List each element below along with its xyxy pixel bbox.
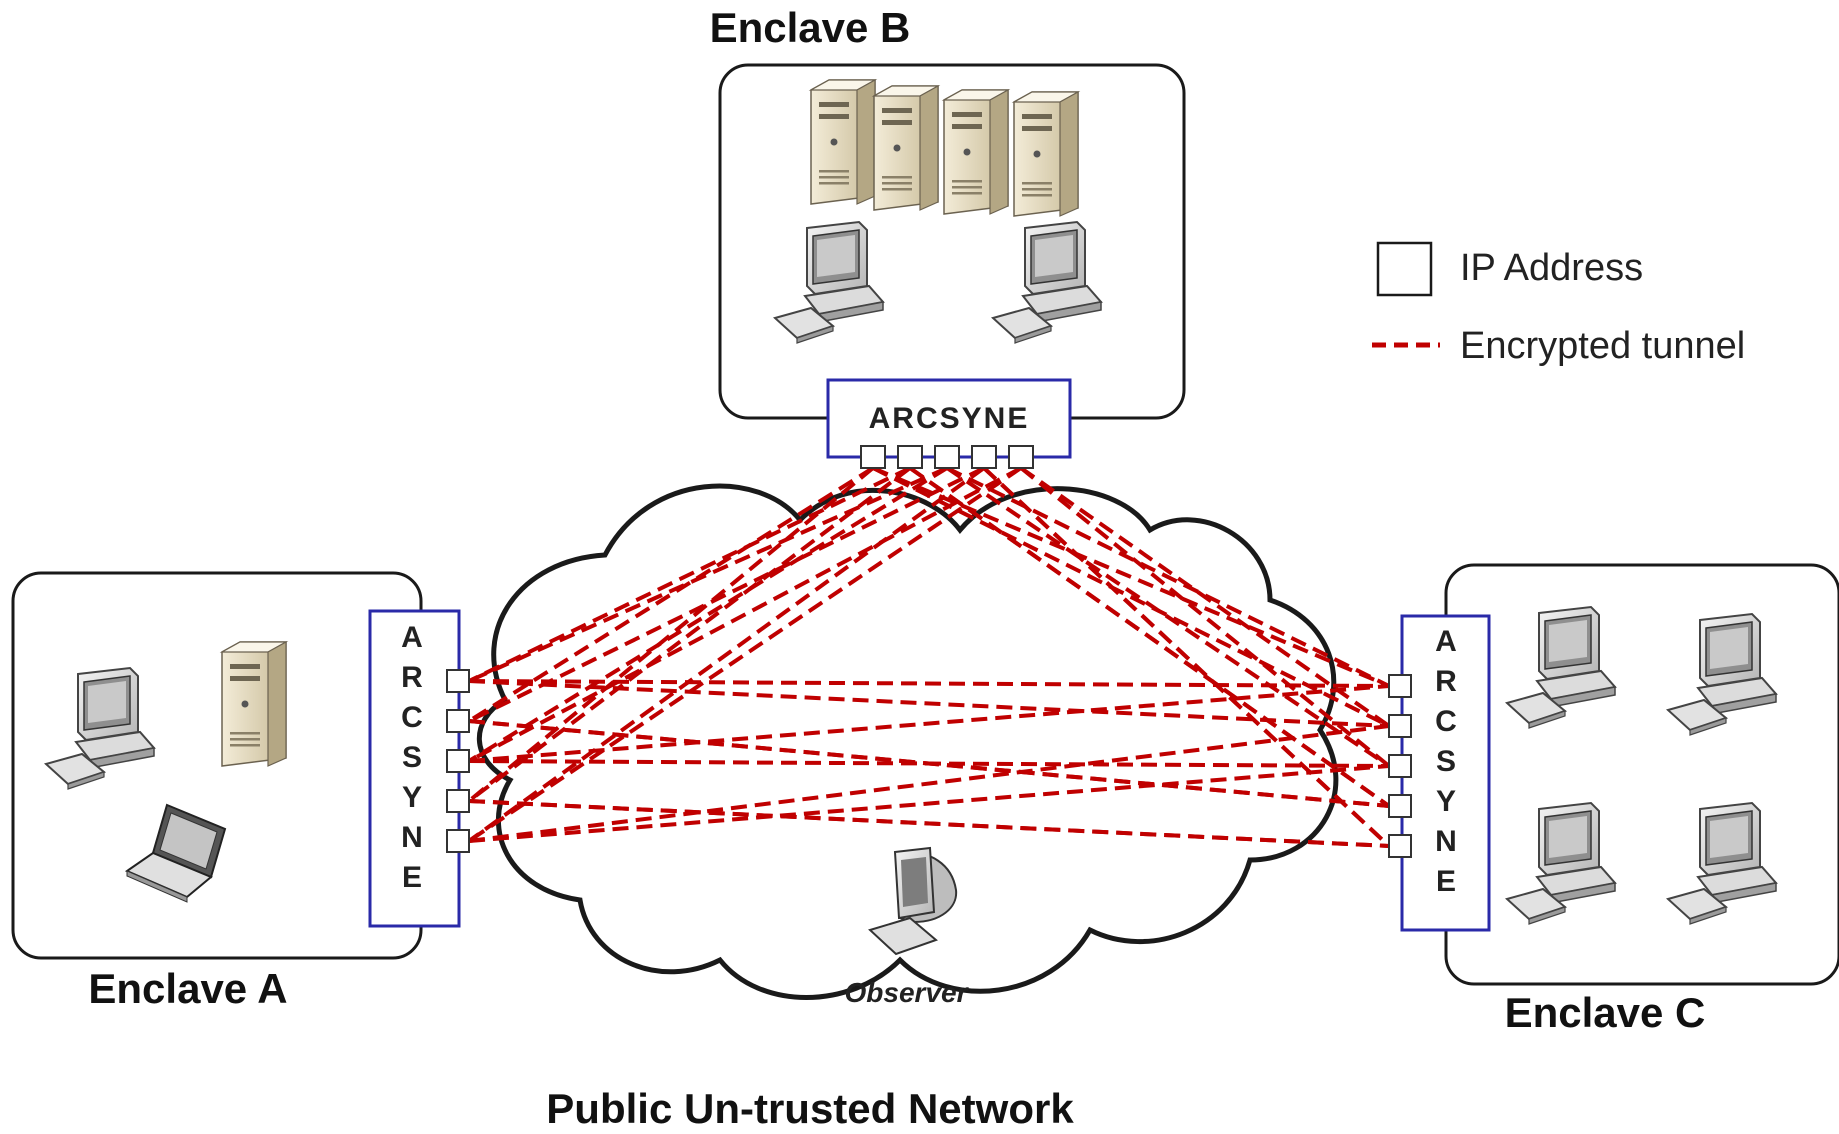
server-icon xyxy=(943,89,1009,215)
encrypted-tunnel-line xyxy=(468,466,911,683)
gateway-c-letter: C xyxy=(1435,705,1457,738)
gateway-a-letter: C xyxy=(401,701,423,734)
enclave-b-title: Enclave B xyxy=(710,4,911,51)
gateway-c-letter: R xyxy=(1435,665,1457,698)
gateway-c-ip-port xyxy=(1388,674,1412,698)
enclave-c-title: Enclave C xyxy=(1505,989,1706,1036)
encrypted-tunnel-line xyxy=(468,466,948,683)
gateway-a-ip-port xyxy=(446,709,470,733)
gateway-c-box xyxy=(1400,614,1491,932)
legend-ip-label: IP Address xyxy=(1460,247,1643,289)
encrypted-tunnel-line xyxy=(468,679,1390,728)
gateway-b-ip-port xyxy=(1008,445,1034,469)
encrypted-tunnel-line xyxy=(468,466,1022,763)
gateway-c-letter: N xyxy=(1435,825,1457,858)
gateway-a-box xyxy=(368,609,461,928)
gateway-a-ip-port xyxy=(446,829,470,853)
gateway-a-ip-port xyxy=(446,749,470,773)
gateway-a-letter: R xyxy=(401,661,423,694)
encrypted-tunnel-line xyxy=(1019,466,1391,768)
encrypted-tunnels xyxy=(467,466,1391,848)
observer-computer-icon xyxy=(868,846,958,956)
encrypted-tunnel-line xyxy=(468,684,1390,763)
gateway-a-ip-port xyxy=(446,789,470,813)
legend: IP Address Encrypted tunnel xyxy=(1372,241,1745,367)
gateway-a-letter: N xyxy=(401,821,423,854)
encrypted-tunnel-line xyxy=(467,466,949,763)
gateway-b-ip-port xyxy=(860,445,886,469)
encrypted-tunnel-line xyxy=(872,466,1390,688)
encrypted-tunnel-line xyxy=(468,764,1390,843)
server-icon xyxy=(1013,91,1079,217)
server-icon xyxy=(810,79,876,205)
enclave-b-servers xyxy=(810,79,1079,217)
legend-tunnel-label: Encrypted tunnel xyxy=(1460,325,1745,367)
gateway-c-letter: S xyxy=(1436,745,1456,778)
gateway-a: ARCSYNE xyxy=(368,609,461,928)
encrypted-tunnel-line xyxy=(468,799,1390,848)
gateway-a-letter: S xyxy=(402,741,422,774)
encrypted-tunnel-line xyxy=(467,466,875,803)
encrypted-tunnel-line xyxy=(467,466,912,803)
gateway-a-letter: Y xyxy=(402,781,422,814)
encrypted-tunnel-line xyxy=(908,466,1391,808)
gateway-a-letter: E xyxy=(402,861,422,894)
encrypted-tunnel-line xyxy=(1019,466,1391,728)
gateway-b-ip-port xyxy=(934,445,960,469)
encrypted-tunnel-line xyxy=(468,679,1390,688)
server-icon xyxy=(221,641,287,767)
gateway-a-letter: A xyxy=(401,621,423,654)
encrypted-tunnel-line xyxy=(468,724,1390,843)
gateway-b-ip-port xyxy=(971,445,997,469)
ip-address-ports xyxy=(446,445,1412,858)
gateway-c-letter: A xyxy=(1435,625,1457,658)
encrypted-tunnel-line xyxy=(467,466,1023,843)
network-title: Public Un-trusted Network xyxy=(546,1085,1074,1132)
encrypted-tunnel-line xyxy=(468,759,1390,768)
enclave-c-box xyxy=(1444,563,1839,986)
gateway-a-ip-port xyxy=(446,669,470,693)
enclave-a-title: Enclave A xyxy=(88,965,287,1012)
gateway-b-label: ARCSYNE xyxy=(869,402,1030,435)
gateway-b-ip-port xyxy=(897,445,923,469)
gateway-c-ip-port xyxy=(1388,794,1412,818)
encrypted-tunnel-line xyxy=(467,466,986,843)
gateway-c: ARCSYNE xyxy=(1400,614,1491,932)
server-icon xyxy=(873,85,939,211)
gateway-c-letter: E xyxy=(1436,865,1456,898)
gateway-c-ip-port xyxy=(1388,714,1412,738)
legend-ip-swatch xyxy=(1376,241,1433,297)
encrypted-tunnel-line xyxy=(467,466,875,723)
gateway-c-letter: Y xyxy=(1436,785,1456,818)
observer-label: Observer xyxy=(845,977,970,1008)
encrypted-tunnel-line xyxy=(982,466,1391,848)
gateway-b: ARCSYNE xyxy=(826,378,1072,459)
encrypted-tunnel-line xyxy=(872,466,1390,728)
gateway-c-ip-port xyxy=(1388,834,1412,858)
gateway-c-ip-port xyxy=(1388,754,1412,778)
encrypted-tunnel-line xyxy=(945,466,1391,768)
